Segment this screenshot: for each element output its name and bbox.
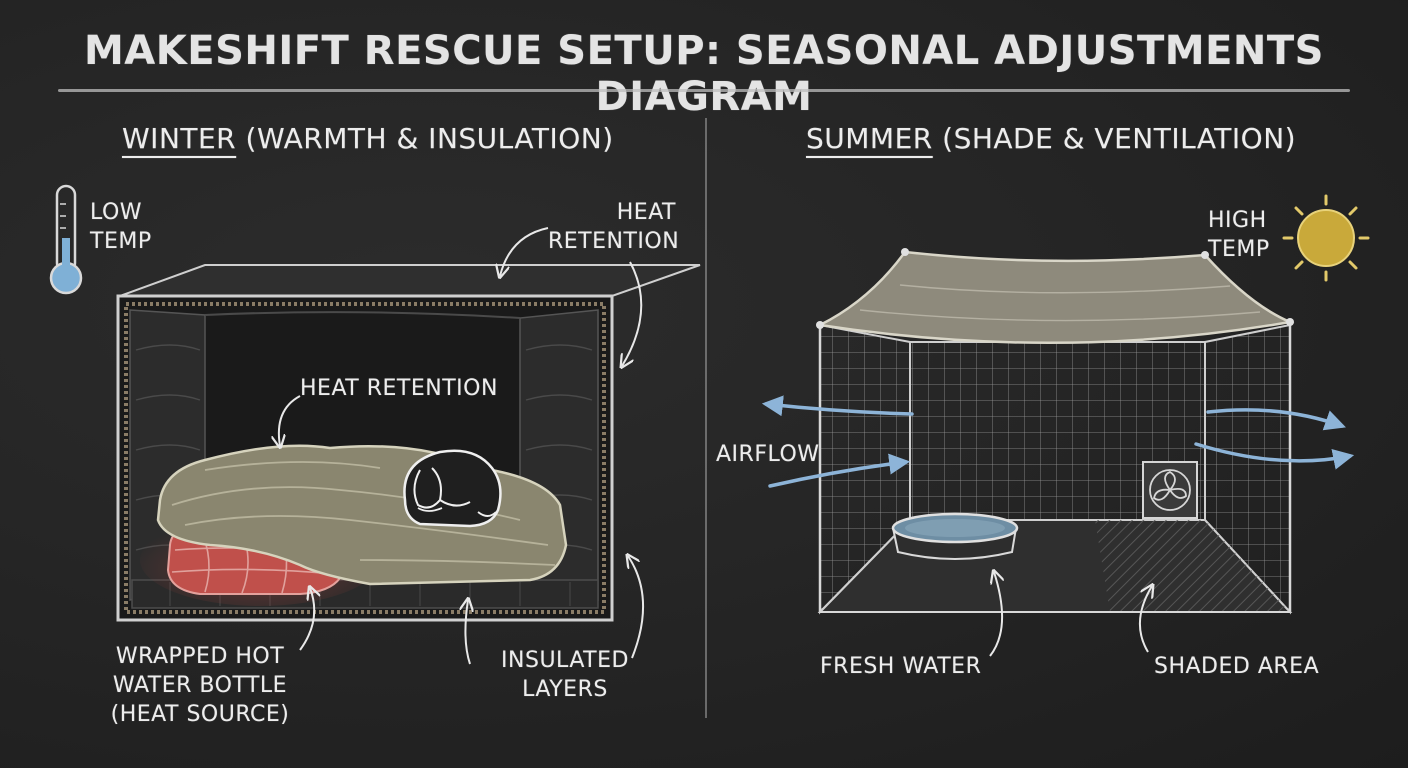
winter-callout-arrows: [279, 227, 645, 665]
mesh-pen: [817, 323, 1293, 615]
summer-heading-key: SUMMER: [806, 122, 933, 155]
title-underline: [58, 89, 1350, 92]
winter-heading-detail: (WARMTH & INSULATION): [245, 122, 614, 155]
page-title: MAKESHIFT RESCUE SETUP: SEASONAL ADJUSTM…: [83, 28, 1324, 120]
insulated-layers-label: INSULATED LAYERS: [501, 648, 629, 702]
low-temp-label: LOW TEMP: [90, 200, 152, 254]
summer-heading: SUMMER (SHADE & VENTILATION): [806, 122, 1296, 155]
section-divider: [705, 118, 707, 718]
thermometer-icon: [49, 184, 83, 295]
fan-icon: [1142, 461, 1198, 519]
sleeping-dog-icon: [403, 449, 502, 528]
heat-retention-top-label: HEAT RETENTION: [548, 200, 680, 254]
airflow-label: AIRFLOW: [716, 442, 820, 467]
shade-canopy: [815, 248, 1295, 344]
summer-heading-detail: (SHADE & VENTILATION): [942, 122, 1297, 155]
shaded-area-label: SHADED AREA: [1154, 654, 1320, 679]
sun-icon: [1282, 194, 1370, 282]
heat-retention-inner-label: HEAT RETENTION: [300, 376, 498, 401]
high-temp-label: HIGH TEMP: [1208, 208, 1270, 262]
water-bowl-icon: [891, 512, 1019, 560]
hot-water-bottle-label: WRAPPED HOT WATER BOTTLE (HEAT SOURCE): [110, 644, 290, 727]
airflow-arrows: [761, 395, 1355, 488]
summer-callout-arrows: [989, 572, 1152, 657]
winter-heading-key: WINTER: [122, 122, 237, 155]
fresh-water-label: FRESH WATER: [820, 654, 982, 679]
winter-heading: WINTER (WARMTH & INSULATION): [122, 122, 614, 155]
